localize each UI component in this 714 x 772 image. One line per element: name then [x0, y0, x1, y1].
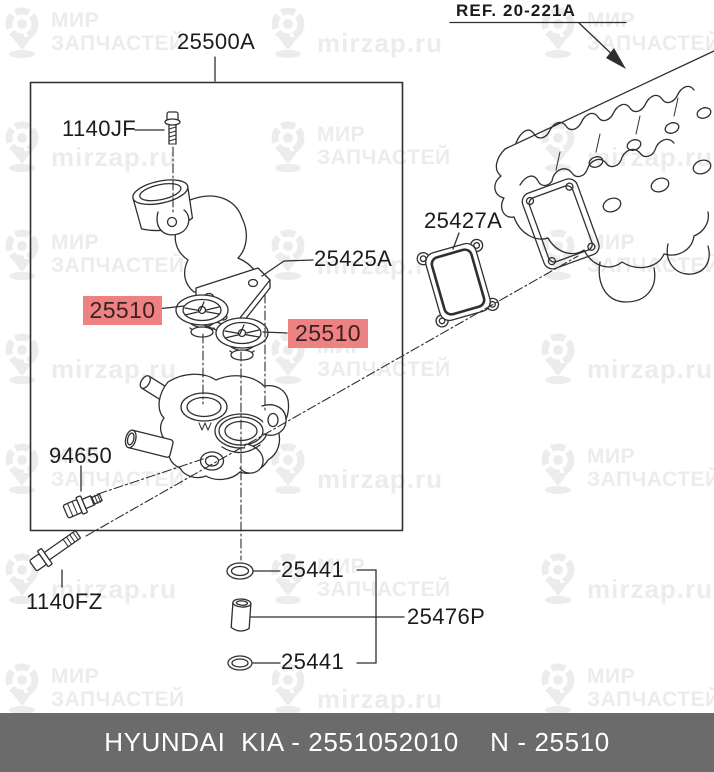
part-label-25427a: 25427A: [424, 208, 503, 233]
part-label-25500a: 25500A: [177, 29, 256, 54]
oring-bottom-drawing: [227, 655, 253, 671]
center-lines: [85, 146, 579, 561]
bolt-upper-drawing: [164, 111, 181, 145]
diagram-line-art: [29, 21, 714, 671]
assembly-box: [29, 81, 404, 532]
footer-part-number-text: HYUNDAI KIA - 2551052010 N - 25510: [104, 727, 610, 757]
highlighted-part-label-25510-right[interactable]: 25510: [288, 319, 368, 348]
part-label-25476p: 25476P: [407, 604, 486, 629]
water-pipe-drawing: [230, 598, 252, 632]
part-label-25441-bottom: 25441: [281, 649, 345, 674]
highlighted-part-label-25510-left[interactable]: 25510: [83, 296, 162, 325]
part-label-1140fz: 1140FZ: [26, 589, 103, 614]
part-label-25441-top: 25441: [281, 557, 345, 582]
part-label-1140jf: 1140JF: [62, 116, 137, 141]
footer-banner: HYUNDAI KIA - 2551052010 N - 25510: [0, 713, 714, 772]
temp-sensor-drawing: [62, 493, 103, 519]
bolt-lower-drawing: [29, 530, 81, 572]
part-label-25425a: 25425A: [314, 246, 393, 271]
gasket-drawing: [416, 238, 500, 328]
ref-arrow: [449, 21, 627, 69]
engine-block-drawing: [494, 50, 714, 303]
thermostat-right-drawing: [215, 317, 269, 361]
part-label-94650: 94650: [49, 443, 113, 468]
ref-label: REF. 20-221A: [456, 1, 576, 20]
oring-top-drawing: [226, 562, 254, 580]
thermostat-case-drawing: [124, 373, 290, 481]
leader-lines: [61, 56, 460, 664]
